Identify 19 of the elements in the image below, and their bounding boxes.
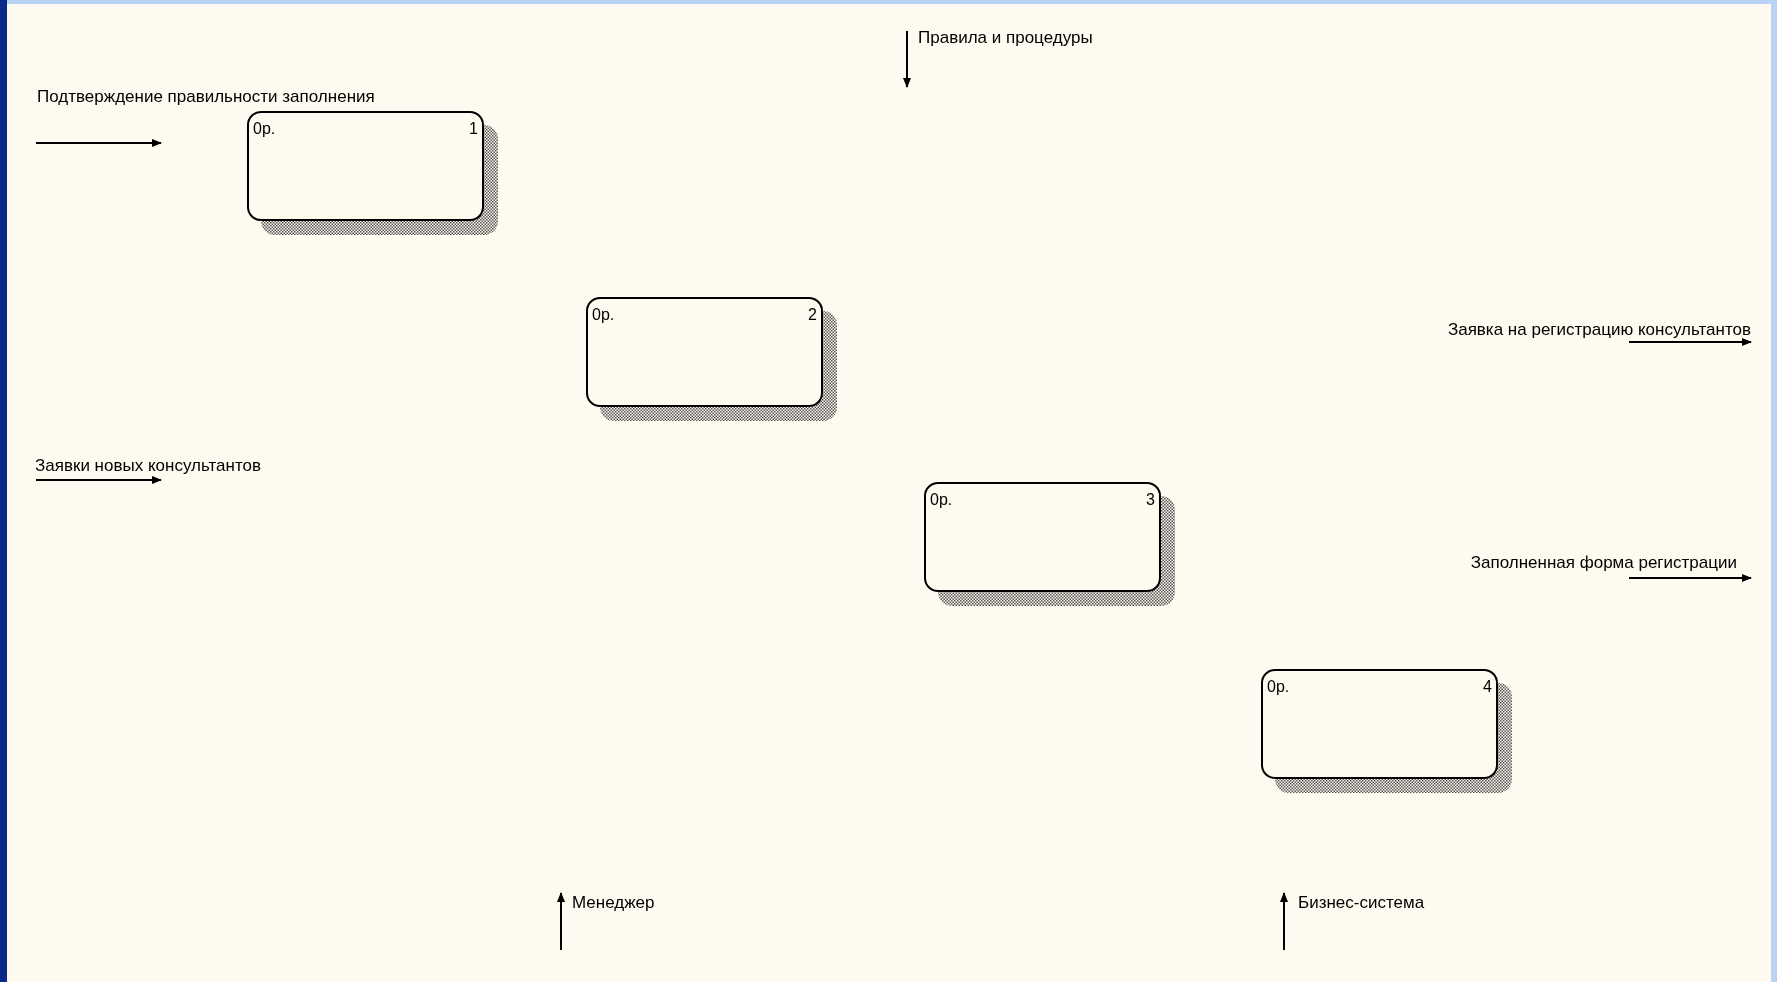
cost-label: 0р. — [253, 119, 276, 139]
arrow-label: Правила и процедуры — [918, 28, 1093, 48]
arrow-label: Заполненная форма регистрации — [1470, 553, 1737, 573]
arrow-label: Заявки новых консультантов — [35, 456, 261, 476]
box-number: 4 — [1483, 677, 1492, 697]
box-number: 1 — [469, 119, 478, 139]
activity-box — [924, 482, 1161, 592]
arrow-label: Заявка на регистрацию консультантов — [1447, 320, 1751, 340]
arrow-label: Бизнес-система — [1298, 893, 1425, 913]
cost-label: 0р. — [592, 305, 615, 325]
cost-label: 0р. — [930, 490, 953, 510]
arrow-label: Менеджер — [572, 893, 655, 913]
activity-box — [586, 297, 823, 407]
box-number: 3 — [1146, 490, 1155, 510]
activity-box — [1261, 669, 1498, 779]
box-number: 2 — [808, 305, 817, 325]
arrow-label: Подтверждение правильности заполнения — [37, 87, 375, 107]
cost-label: 0р. — [1267, 677, 1290, 697]
activity-box — [247, 111, 484, 221]
